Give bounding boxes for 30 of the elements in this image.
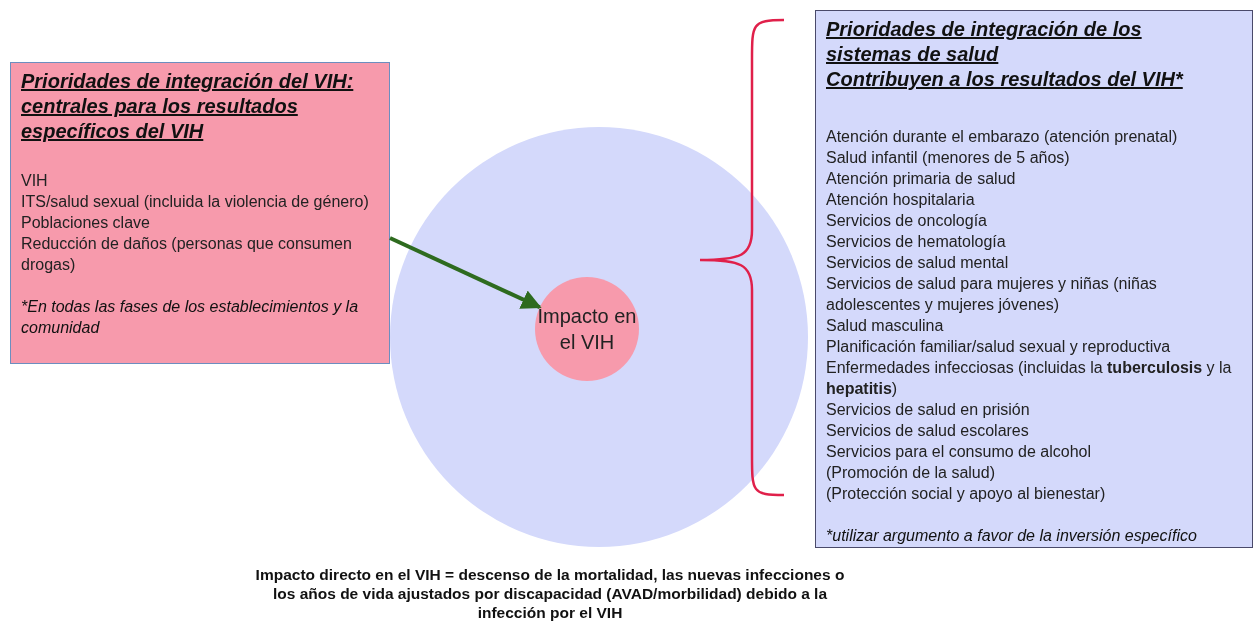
list-item: Servicios de salud mental	[826, 253, 1010, 273]
list-item: Enfermedades infecciosas (incluidas la tuberculosis y la hepatitis)	[826, 358, 1233, 399]
list-item: Reducción de daños (personas que consumen drogas)	[21, 234, 353, 275]
priority-box	[10, 62, 390, 364]
footnote: *utilizar argumento a favor de la inversión específico	[826, 526, 1198, 546]
list-item: Servicios de hematología	[826, 232, 1007, 252]
list-item: Planificación familiar/salud sexual y reproductiva	[826, 337, 1172, 357]
list-item: Atención primaria de salud	[826, 169, 1017, 189]
list-item: Salud infantil (menores de 5 años)	[826, 148, 1071, 168]
node-label: Impacto en el VIH	[536, 304, 638, 355]
heading: Prioridades de integración de los sistemas de salud	[826, 17, 1143, 67]
list-item: Servicios de salud escolares	[826, 421, 1030, 441]
list-item: ITS/salud sexual (incluida la violencia de género)	[21, 192, 370, 212]
list-item: VIH	[21, 171, 49, 191]
list-item: Atención durante el embarazo (atención prenatal)	[826, 127, 1179, 147]
list-item: Servicios de salud para mujeres y niñas (niñas adolescentes y mujeres jóvenes)	[826, 274, 1158, 315]
caption: Impacto directo en el VIH = descenso de la mortalidad, las nuevas infecciones o los años de vida ajustados por discapacidad (AVAD/morbilidad) debido a la infección por el VIH	[254, 565, 846, 622]
list-item: Servicios para el consumo de alcohol	[826, 442, 1093, 462]
list-item: Salud masculina	[826, 316, 945, 336]
footnote: *En todas las fases de los establecimientos y la comunidad	[21, 297, 360, 338]
arrow	[389, 236, 542, 309]
priority-box	[815, 10, 1253, 548]
list-item: (Protección social y apoyo al bienestar)	[826, 484, 1107, 504]
list-item: Atención hospitalaria	[826, 190, 976, 210]
list-item: Servicios de salud en prisión	[826, 400, 1031, 420]
list-item: Poblaciones clave	[21, 213, 151, 233]
list-item: (Promoción de la salud)	[826, 463, 996, 483]
list-item: Servicios de oncología	[826, 211, 988, 231]
heading: Prioridades de integración del VIH: centrales para los resultados específicos del VIH	[21, 69, 355, 144]
heading: Contribuyen a los resultados del VIH*	[826, 67, 1185, 92]
